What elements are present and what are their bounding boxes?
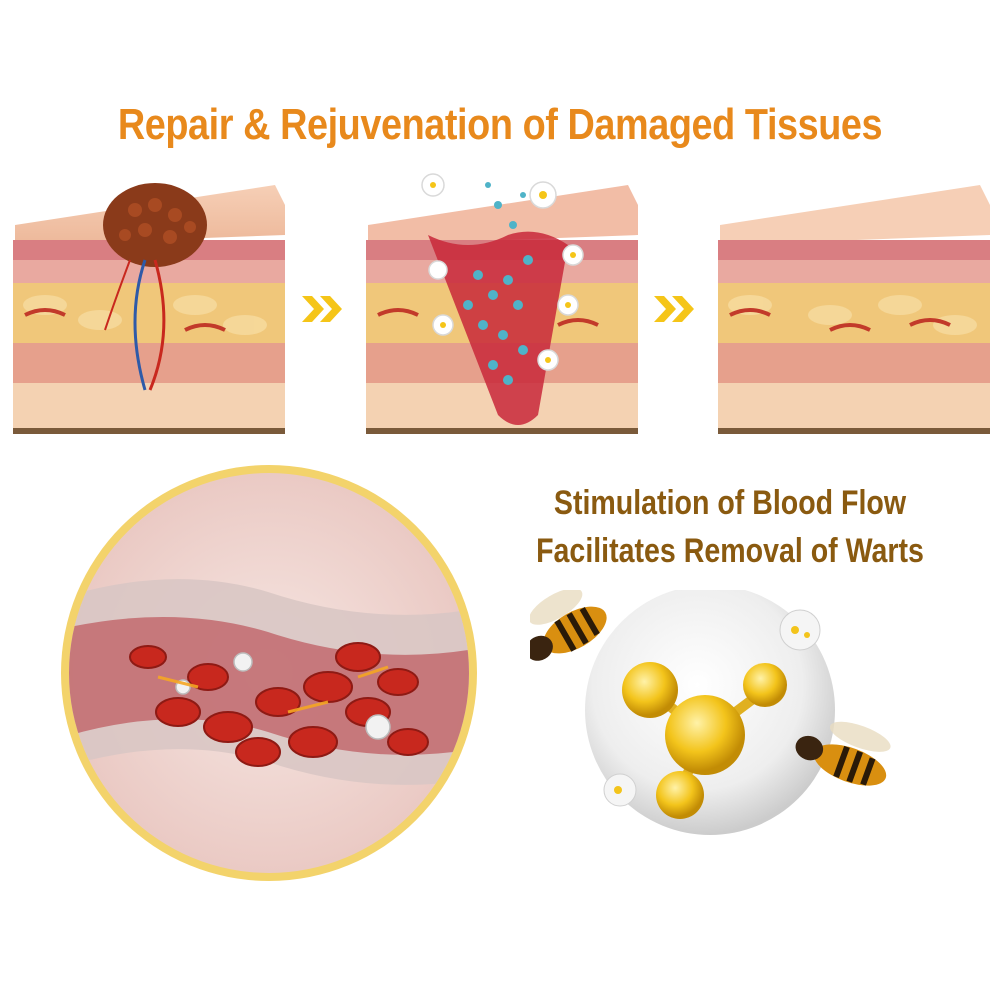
- skin-wart-illustration: [13, 183, 285, 434]
- skin-healed-illustration: [718, 185, 990, 434]
- molecule-sphere-icon: [585, 590, 835, 835]
- skin-treatment-illustration: [366, 173, 638, 434]
- subtitle-line-1: Stimulation of Blood Flow: [553, 484, 907, 522]
- double-chevron-arrow-icon: [654, 296, 694, 322]
- page-title: Repair & Rejuvenation of Damaged Tissues: [117, 100, 883, 149]
- bee-icon: [530, 590, 607, 661]
- subtitle-line-2: Facilitates Removal of Warts: [536, 532, 924, 570]
- blood-vessel-illustration: [61, 465, 477, 881]
- bee-icon: [795, 721, 891, 786]
- double-chevron-arrow-icon: [302, 296, 342, 322]
- molecule-with-bees-illustration: [530, 590, 891, 835]
